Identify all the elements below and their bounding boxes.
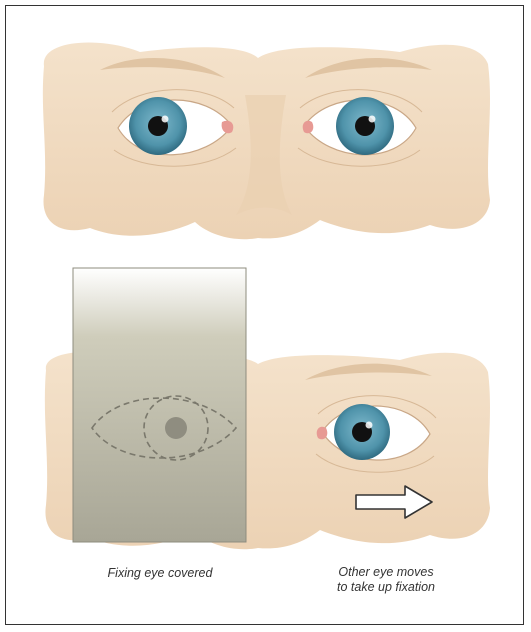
caption-fixing-eye-covered: Fixing eye covered [70,566,250,581]
caption-other-eye-moves: Other eye moves to take up fixation [286,565,486,595]
occluder-card [73,268,246,542]
top-face-panel [43,43,490,240]
caption-right-line1: Other eye moves [286,565,486,580]
bottom-face-panel [45,268,490,549]
hidden-pupil [165,417,187,439]
caption-right-line2: to take up fixation [286,580,486,595]
